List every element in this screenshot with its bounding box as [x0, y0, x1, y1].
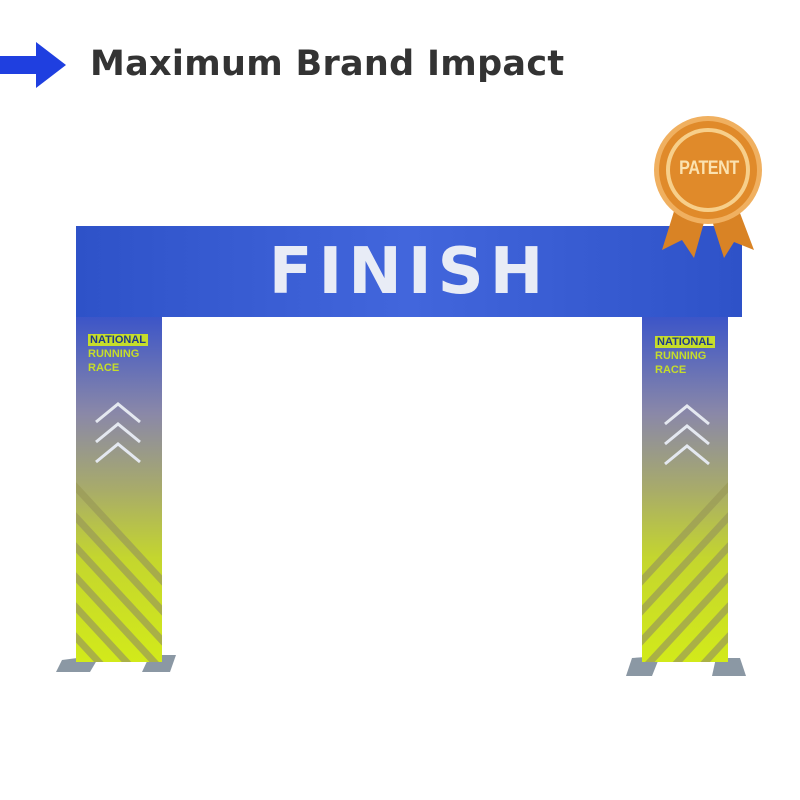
right-chevrons-icon [664, 404, 710, 466]
right-leg-line3: RACE [655, 364, 687, 376]
finish-banner [76, 226, 742, 317]
right-stripes [642, 482, 728, 662]
right-leg-text: NATIONAL RUNNING RACE [655, 335, 716, 377]
left-leg-line2: RUNNING [88, 348, 140, 360]
left-leg-line3: RACE [88, 362, 120, 374]
right-leg-line2: RUNNING [655, 350, 707, 362]
right-foot [712, 658, 746, 676]
left-leg-text: NATIONAL RUNNING RACE [88, 333, 149, 375]
patent-badge-icon [654, 116, 762, 258]
left-stripes [76, 482, 162, 662]
right-leg [642, 317, 728, 662]
left-leg [76, 317, 162, 662]
finish-banner-text: FINISH [268, 234, 550, 309]
left-leg-line1: NATIONAL [88, 334, 149, 346]
right-leg-line1: NATIONAL [655, 336, 716, 348]
arrow-right-icon [0, 42, 66, 88]
left-chevrons-icon [95, 402, 141, 464]
patent-badge-text: PATENT [679, 158, 739, 179]
headline: Maximum Brand Impact [90, 44, 565, 84]
